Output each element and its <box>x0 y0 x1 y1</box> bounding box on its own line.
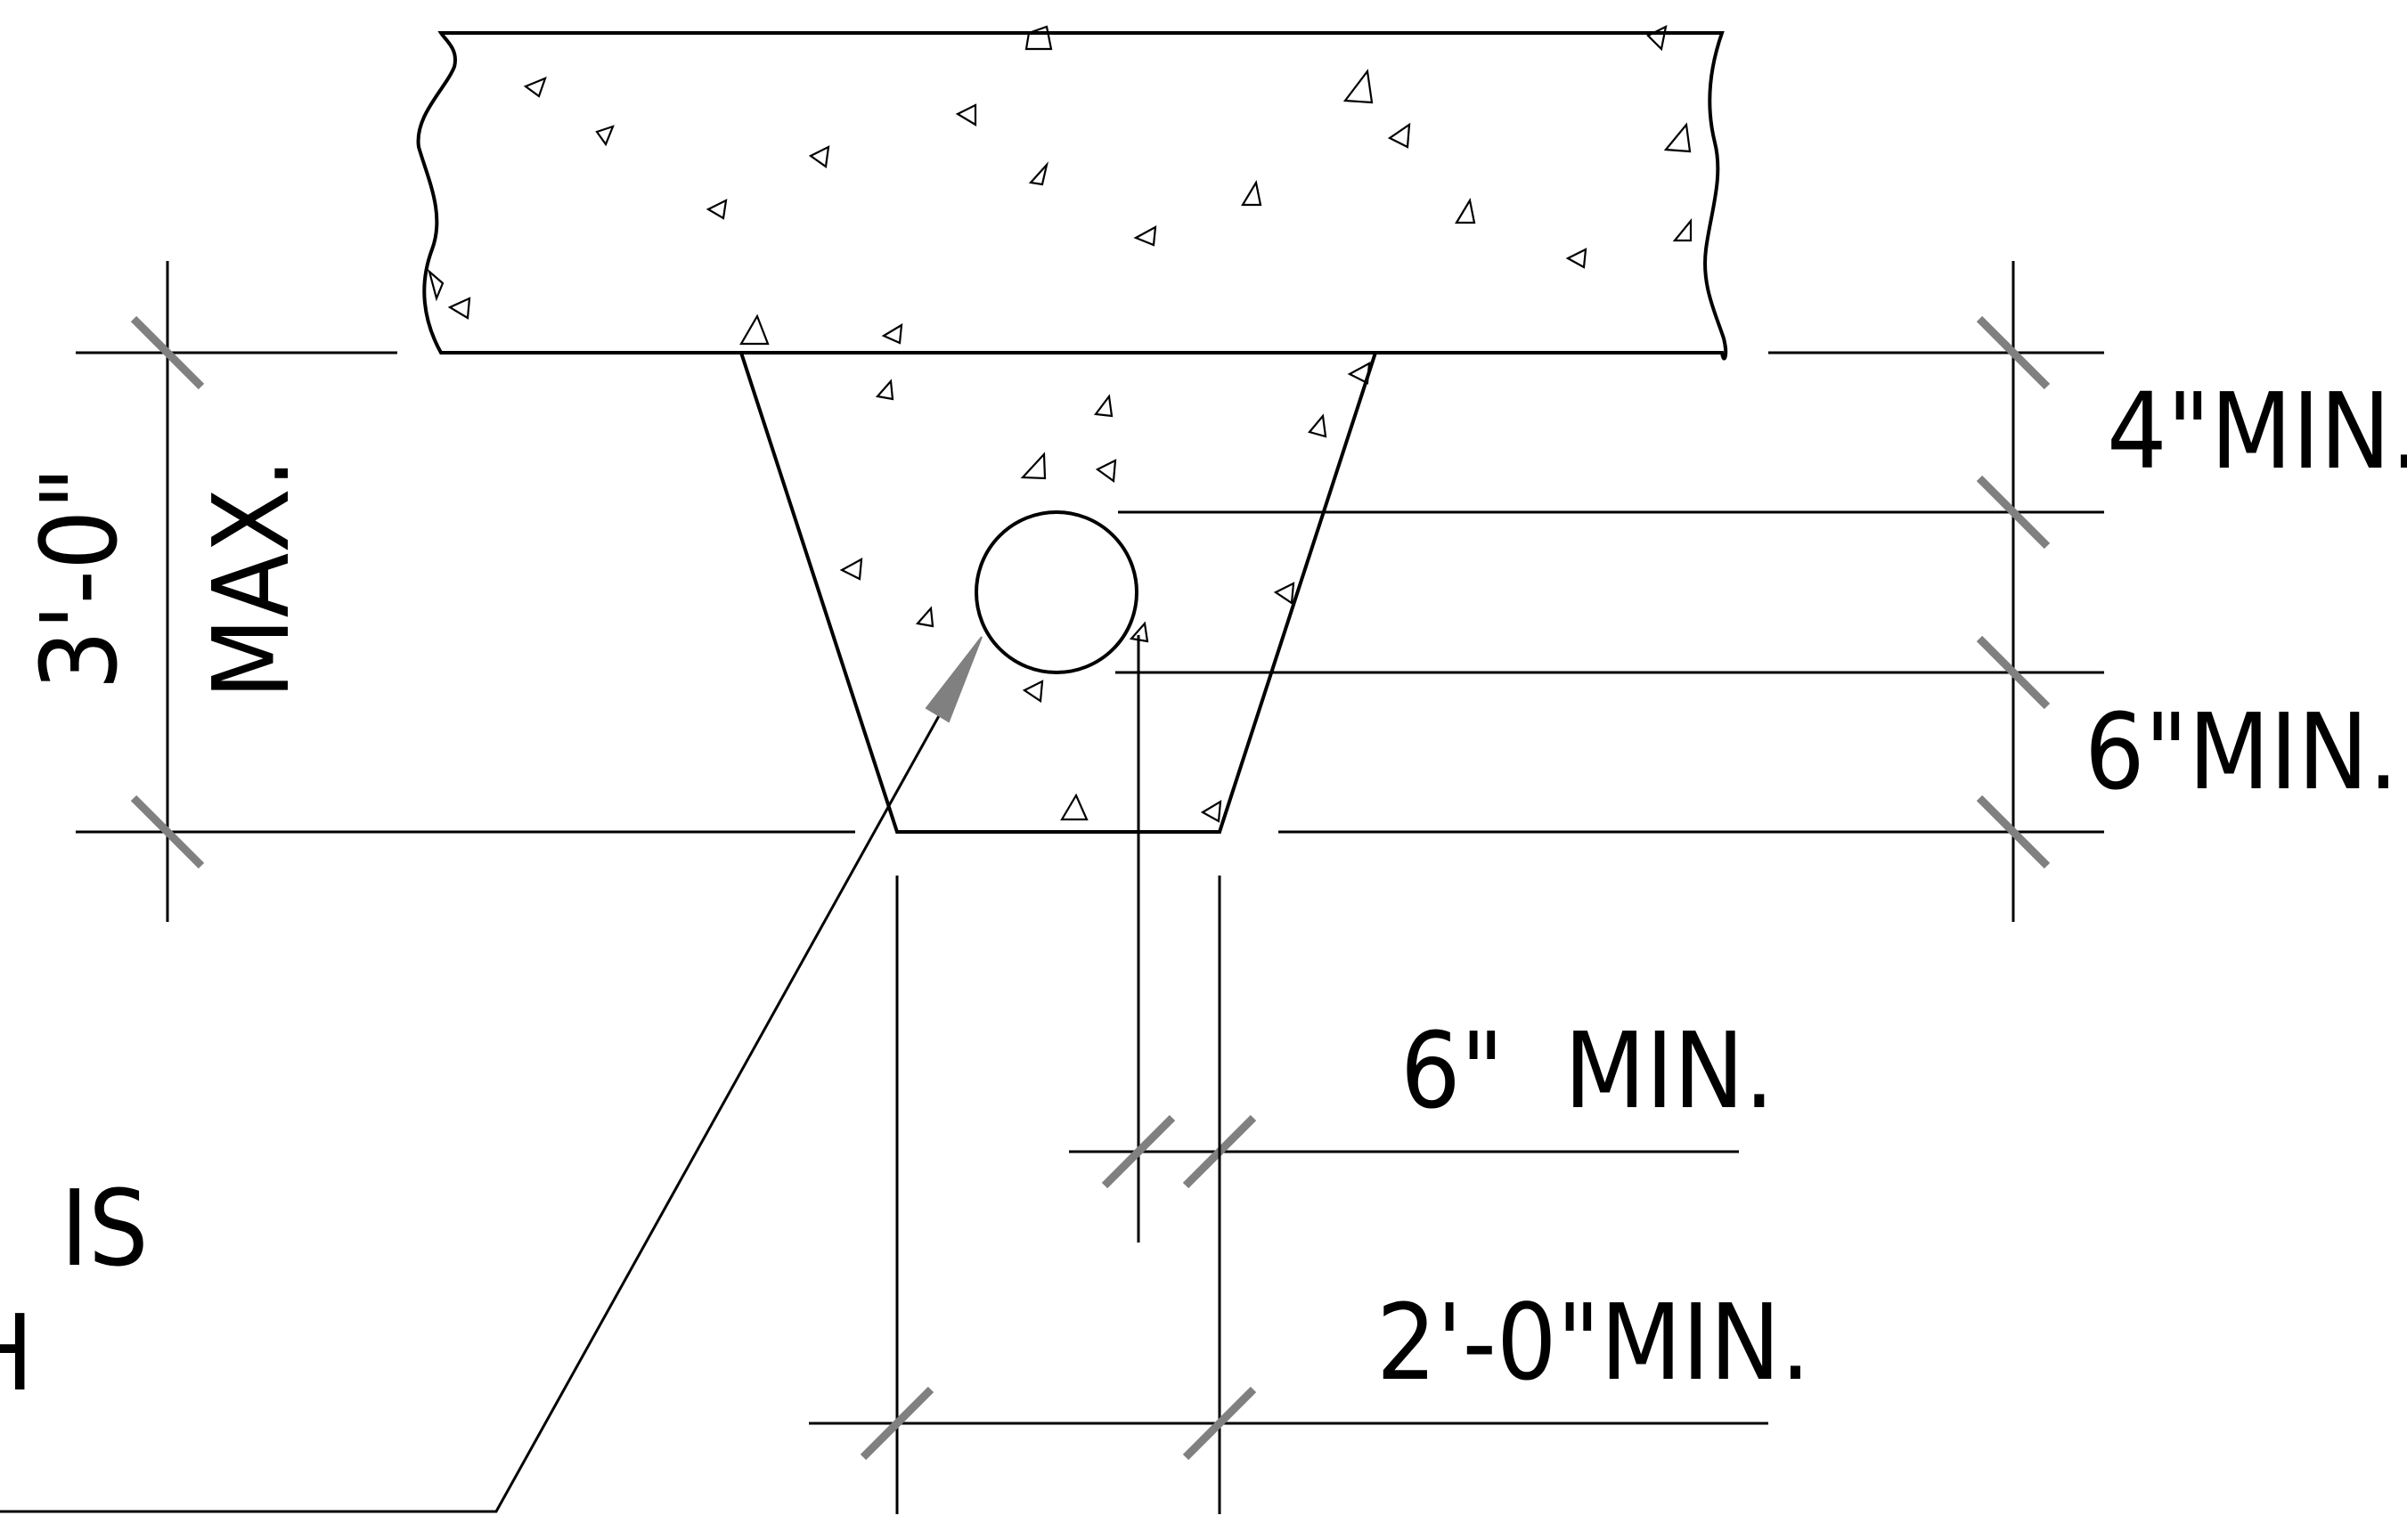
note-fragment-line1: IS <box>61 1167 149 1290</box>
leader-note: IS H <box>0 1167 149 1414</box>
note-fragment-line2: H <box>0 1291 34 1414</box>
dimension-cover-right: 4"MIN. 6"MIN. <box>1115 261 2407 922</box>
pipe-leader <box>0 636 983 1513</box>
total-height-value: 3'-0" <box>18 467 141 690</box>
concrete-aggregate-pattern <box>428 25 1693 823</box>
concrete-encasement <box>739 352 1377 834</box>
dimension-base-width: 2'-0"MIN. <box>809 876 1810 1514</box>
side-clearance-label: 6" MIN. <box>1400 1009 1775 1132</box>
leader-arrowhead <box>925 636 983 723</box>
cover-top-label: 4"MIN. <box>2107 370 2407 493</box>
cover-bottom-label: 6"MIN. <box>2085 690 2398 813</box>
dimension-side-clearance: 6" MIN. <box>1069 635 1775 1243</box>
pipe-circle <box>975 510 1138 674</box>
total-height-qualifier: MAX. <box>190 458 313 699</box>
dimension-total-height: 3'-0" MAX. <box>18 261 855 922</box>
base-width-label: 2'-0"MIN. <box>1376 1281 1810 1404</box>
concrete-slab <box>416 31 1728 361</box>
